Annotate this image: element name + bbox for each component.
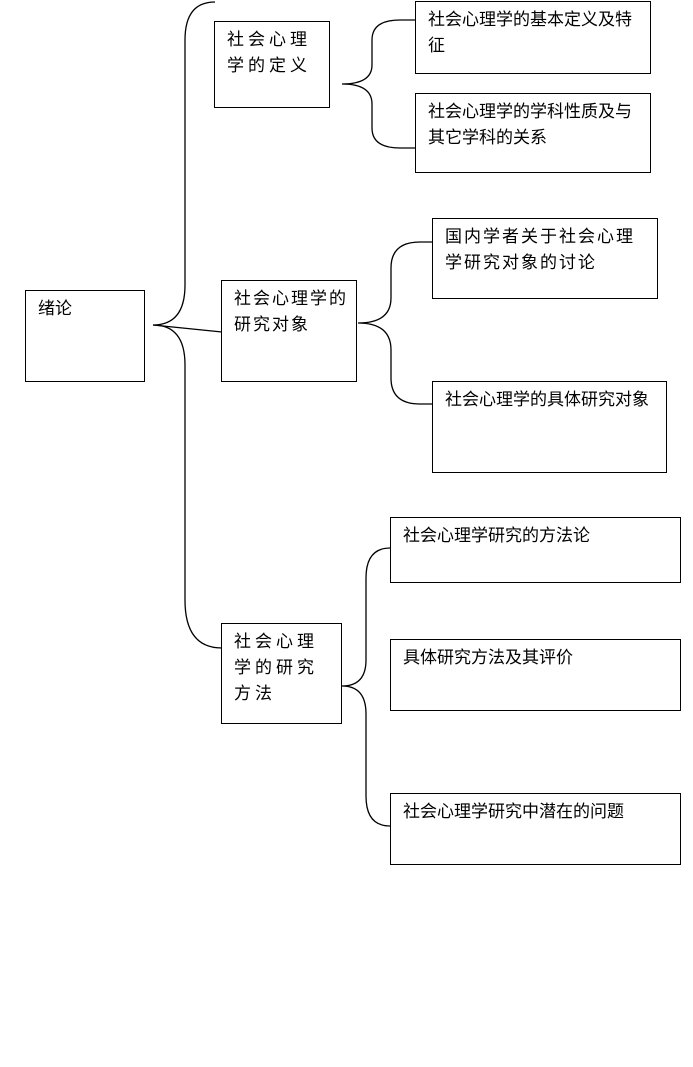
connector-root-branch-2 xyxy=(152,324,223,333)
leaf-node-basic-definition: 社会心理学的基本定义及特征 xyxy=(415,1,651,74)
branch-node-label: 社会心理学的研究对象 xyxy=(234,289,348,335)
leaf-node-discipline-nature: 社会心理学的学科性质及与其它学科的关系 xyxy=(415,93,651,173)
connector-branch-2-children xyxy=(357,241,432,405)
branch-node-label: 社会心理学的定义 xyxy=(227,30,311,76)
leaf-node-methodology: 社会心理学研究的方法论 xyxy=(390,517,681,583)
leaf-node-label: 社会心理学研究中潜在的问题 xyxy=(403,802,624,822)
branch-node-research-object: 社会心理学的研究对象 xyxy=(221,280,357,382)
leaf-node-specific-object: 社会心理学的具体研究对象 xyxy=(432,381,667,473)
connector-branch-3-children xyxy=(341,547,391,827)
branch-node-definition: 社会心理学的定义 xyxy=(214,21,330,108)
leaf-node-label: 社会心理学的基本定义及特征 xyxy=(428,10,632,56)
leaf-node-potential-problems: 社会心理学研究中潜在的问题 xyxy=(390,793,681,865)
connector-branch-1-children xyxy=(341,19,415,149)
branch-node-research-method: 社会心理学的研究方法 xyxy=(221,623,342,724)
root-node-label: 绪论 xyxy=(38,299,72,319)
leaf-node-label: 社会心理学研究的方法论 xyxy=(403,526,590,546)
leaf-node-domestic-discussion: 国内学者关于社会心理学研究对象的讨论 xyxy=(432,218,658,299)
leaf-node-label: 社会心理学的学科性质及与其它学科的关系 xyxy=(428,102,632,148)
leaf-node-label: 国内学者关于社会心理学研究对象的讨论 xyxy=(445,227,635,273)
leaf-node-label: 社会心理学的具体研究对象 xyxy=(445,390,649,410)
root-node: 绪论 xyxy=(25,290,145,382)
leaf-node-label: 具体研究方法及其评价 xyxy=(403,648,573,668)
leaf-node-specific-methods: 具体研究方法及其评价 xyxy=(390,639,681,711)
connector-root-branches xyxy=(152,1,223,649)
branch-node-label: 社会心理学的研究方法 xyxy=(234,632,318,704)
